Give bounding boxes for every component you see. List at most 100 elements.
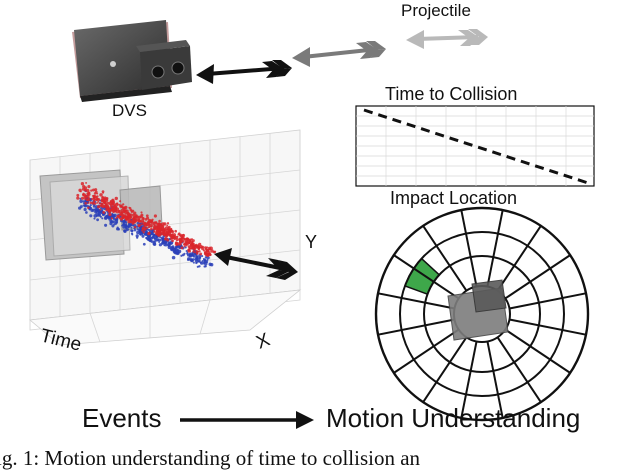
event-point [114, 196, 118, 201]
event-point [204, 252, 209, 257]
impact-location-target [374, 206, 590, 422]
target-spoke [422, 336, 468, 403]
event-point [167, 233, 170, 236]
event-point [153, 235, 158, 240]
target-spoke [509, 318, 587, 336]
event-point [187, 248, 191, 252]
event-point [79, 197, 82, 200]
event-point [94, 210, 98, 214]
event-point [150, 227, 153, 231]
event-point [87, 202, 90, 204]
event-point [110, 217, 113, 220]
event-point [169, 247, 173, 251]
event-point [213, 250, 217, 254]
event-point [122, 210, 126, 214]
event-point [90, 198, 93, 201]
target-spoke [422, 225, 468, 292]
event-point [192, 255, 196, 258]
event-point [127, 217, 130, 220]
event-point [209, 246, 213, 251]
event-point [140, 211, 143, 214]
event-point [161, 222, 165, 226]
event-point [93, 214, 97, 218]
label-dvs: DVS [112, 101, 147, 120]
event-point [122, 217, 125, 220]
event-point [188, 239, 192, 243]
event-point [92, 200, 96, 204]
event-point [102, 210, 106, 214]
event-point [210, 249, 214, 253]
event-point [182, 233, 185, 236]
event-point [206, 259, 209, 262]
event-point [141, 234, 145, 238]
event-point [114, 219, 119, 223]
event-point [167, 241, 171, 245]
event-point [156, 238, 159, 242]
event-point [150, 221, 153, 224]
label-projectile: Projectile [401, 1, 471, 20]
event-point [145, 214, 149, 218]
label-motion-understanding: Motion Understanding [326, 403, 581, 433]
event-point [201, 255, 204, 258]
event-point [129, 220, 132, 224]
event-point [132, 216, 136, 220]
event-point [178, 232, 181, 235]
event-point [145, 227, 148, 230]
event-point [78, 188, 82, 192]
event-point [124, 224, 128, 227]
event-point [115, 217, 118, 219]
event-point [142, 231, 145, 234]
event-point [118, 209, 121, 212]
event-point [156, 223, 159, 226]
event-point [174, 236, 178, 239]
event-point [167, 244, 171, 248]
event-point [183, 238, 186, 241]
event-point [94, 202, 97, 205]
label-time-to-collision: Time to Collision [385, 84, 518, 104]
event-plot-3d [29, 129, 302, 346]
event-point [89, 201, 93, 205]
event-point [184, 240, 189, 245]
event-point [130, 226, 133, 229]
event-point [193, 252, 197, 256]
event-point [199, 246, 201, 249]
event-point [86, 195, 90, 198]
event-point [199, 252, 203, 256]
event-point [97, 205, 101, 209]
event-point [202, 261, 206, 265]
event-point [159, 222, 162, 225]
event-point [159, 231, 162, 234]
event-point [210, 263, 214, 267]
event-point [170, 233, 173, 237]
event-point [142, 242, 146, 246]
event-point [174, 229, 177, 233]
event-point [104, 198, 109, 202]
event-cloud-red [76, 181, 217, 258]
event-point [140, 213, 144, 217]
event-point [98, 202, 101, 205]
event-point [146, 220, 150, 224]
event-point [133, 228, 137, 232]
event-point [203, 265, 206, 268]
event-point [194, 251, 196, 254]
event-point [79, 199, 83, 204]
event-point [111, 198, 115, 202]
event-point [99, 208, 102, 211]
event-point [104, 223, 108, 227]
event-point [112, 206, 116, 210]
event-point [124, 221, 128, 224]
event-point [148, 238, 152, 242]
event-point [82, 200, 85, 203]
event-point [201, 245, 205, 249]
event-point [89, 214, 93, 218]
event-point [101, 217, 104, 220]
event-point [205, 260, 209, 264]
event-point [76, 193, 80, 197]
target-spoke [504, 328, 571, 374]
dvs-camera-icon [72, 20, 192, 102]
target-spoke [486, 341, 504, 419]
event-point [76, 196, 80, 200]
event-point [108, 212, 112, 217]
event-point [89, 204, 92, 207]
